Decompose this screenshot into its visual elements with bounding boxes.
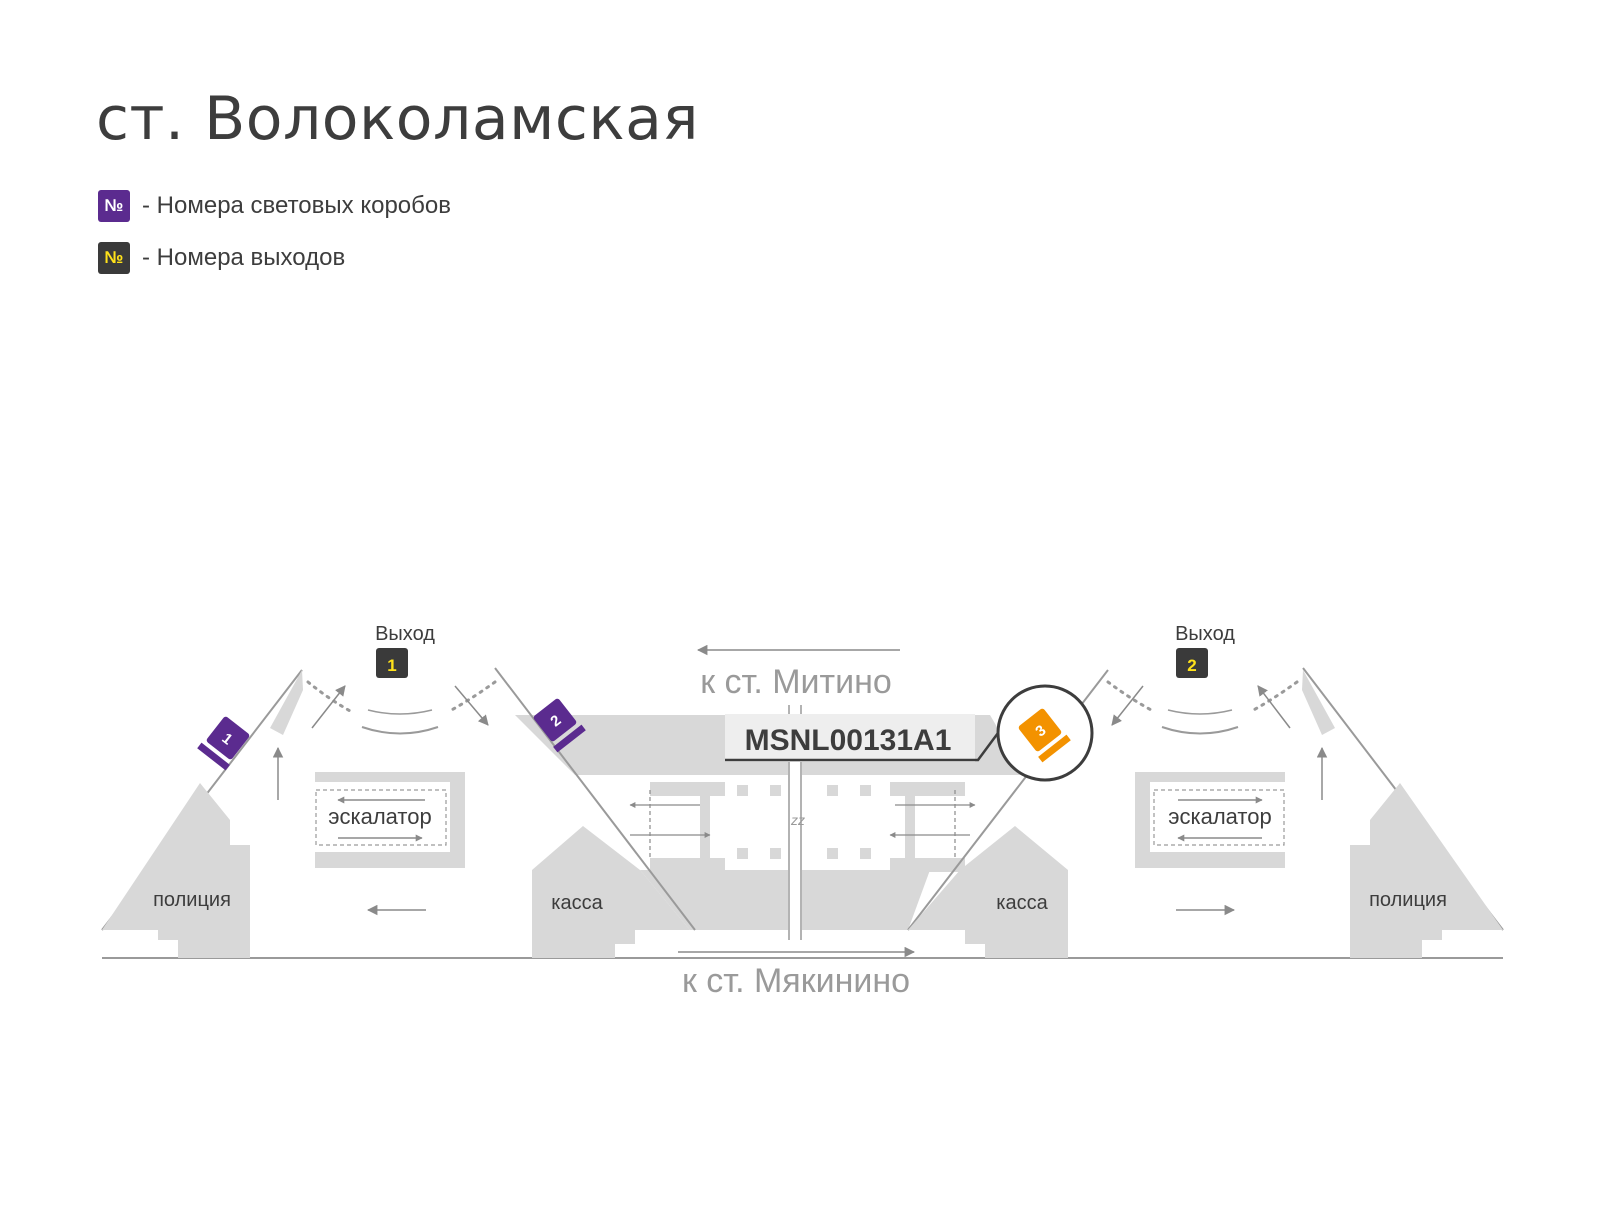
left-exit-gate (270, 670, 497, 735)
right-escalator-label: эскалатор (1168, 804, 1271, 829)
right-ticket-office-block: касса (908, 826, 1068, 958)
legend-lightbox-text: - Номера световых коробов (142, 192, 451, 219)
right-ticket-office-label: касса (996, 892, 1048, 914)
station-title: ст. Волоколамская (96, 84, 699, 154)
right-police-label: полиция (1369, 889, 1447, 911)
left-police-label: полиция (153, 889, 231, 911)
legend-lightbox-badge: № (98, 190, 130, 222)
direction-bottom: к ст. Мякинино (678, 946, 916, 1000)
exit-1-number: 1 (387, 656, 396, 675)
central-platform (515, 705, 1025, 940)
flow-arrows (272, 746, 1328, 916)
lightbox-2: 2 (533, 698, 586, 753)
lightbox-3-highlighted: 3 (1018, 708, 1071, 763)
direction-top-label: к ст. Митино (700, 663, 892, 701)
right-police-block: полиция (1350, 783, 1503, 958)
exit-2: Выход 2 (1175, 623, 1235, 678)
right-escalator: эскалатор (1135, 772, 1285, 868)
legend-exit-badge: № (98, 242, 130, 274)
lightbox-1: 1 (197, 716, 250, 771)
exit-2-label: Выход (1175, 623, 1235, 645)
left-escalator-label: эскалатор (328, 804, 431, 829)
right-exit-gate (1106, 670, 1335, 735)
left-escalator: эскалатор (315, 772, 465, 868)
left-ticket-office-block: касса (532, 826, 690, 958)
direction-top: к ст. Митино (696, 644, 900, 701)
direction-bottom-label: к ст. Мякинино (682, 962, 910, 1000)
callout: MSNL00131A1 3 (725, 684, 1094, 782)
left-ticket-office-label: касса (551, 892, 603, 914)
legend-lightbox-row: № - Номера световых коробов (98, 190, 451, 222)
exit-1-label: Выход (375, 623, 435, 645)
exit-1: Выход 1 (375, 623, 435, 678)
legend-exit-text: - Номера выходов (142, 244, 346, 271)
legend-exit-row: № - Номера выходов (98, 242, 345, 274)
callout-code: MSNL00131A1 (745, 724, 952, 757)
zz-label: zz (790, 812, 805, 828)
exit-2-number: 2 (1187, 656, 1196, 675)
left-police-block: полиция (102, 783, 250, 958)
